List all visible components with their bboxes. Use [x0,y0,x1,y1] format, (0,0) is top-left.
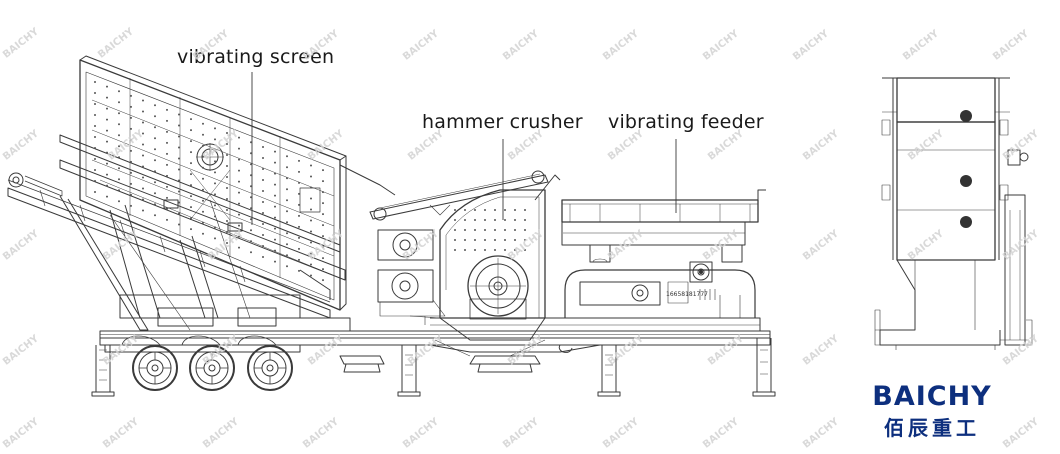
support-legs [91,338,776,397]
wheel-1 [132,345,178,391]
wheel-3 [247,345,293,391]
platform-rails [719,295,741,318]
vibrating-feeder-body [561,189,766,263]
wheel-2 [189,345,235,391]
hammer-crusher-label: hammer crusher [422,111,583,133]
vibrating-feeder-label: vibrating feeder [608,111,764,133]
inclined-belt-conveyor [7,172,331,331]
end-view-drawing [874,77,1033,350]
brand-logo-chinese: 佰辰重工 [884,416,980,440]
feeder-base-frame [564,261,756,318]
crusher-panel-number: 16658181777 [666,291,708,298]
vibrating-screen-body [59,55,396,311]
discharge-conveyor [339,339,573,373]
feeder-gear-center [699,270,703,274]
end-view-bolt-2 [960,175,972,187]
perforation-dots [94,81,526,282]
drive-motors [377,229,446,325]
callout-leaders [251,72,677,225]
end-view-bolt-1 [960,110,972,122]
vibrating-screen-label: vibrating screen [177,46,335,68]
hammer-crusher-body [439,174,561,341]
screen-support-frame [109,199,301,327]
brand-logo-english: BAICHY [872,381,992,412]
wheel-assembly [121,335,293,391]
end-view-bolt-3 [960,216,972,228]
crusher-feed-chute [369,170,549,221]
